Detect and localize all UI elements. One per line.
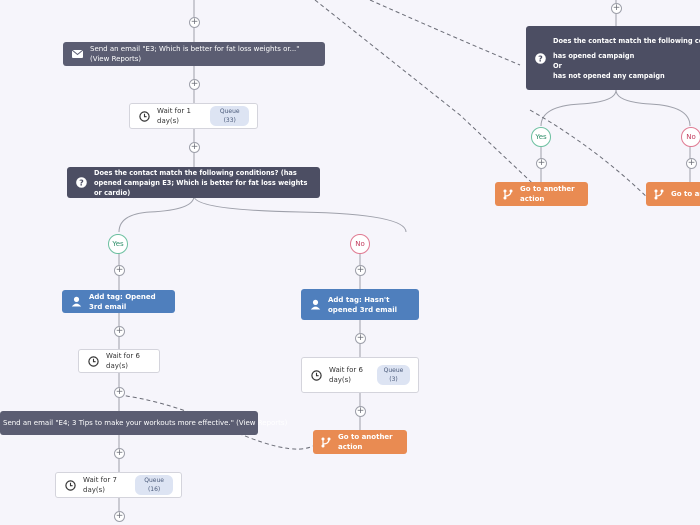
add-step-button[interactable]: + (611, 3, 622, 14)
question-icon: ? (75, 176, 88, 189)
go-to-action-node[interactable]: Go to another action (313, 430, 407, 454)
condition-or: Or (553, 61, 562, 70)
send-email-e4-label: Send an email "E4; 3 Tips to make your w… (3, 419, 288, 427)
svg-text:?: ? (79, 178, 84, 187)
queue-badge[interactable]: Queue (3) (377, 365, 410, 385)
wait-label: Wait for 6 day(s) (329, 366, 363, 384)
add-step-button[interactable]: + (189, 79, 200, 90)
svg-text:?: ? (538, 54, 543, 63)
clock-icon (64, 479, 77, 492)
add-step-button[interactable]: + (114, 448, 125, 459)
question-icon: ? (534, 52, 547, 65)
wait-7-days-node[interactable]: Wait for 7 day(s) Queue (16) (55, 472, 182, 498)
add-tag-not-opened-node[interactable]: Add tag: Hasn't opened 3rd email (301, 289, 419, 320)
condition-line: has not opened any campaign (553, 71, 665, 80)
wait-label: Wait for 7 day(s) (83, 476, 117, 494)
envelope-icon (71, 48, 84, 61)
yes-branch-label: Yes (108, 234, 128, 254)
wait-1-day-node[interactable]: Wait for 1 day(s) Queue (33) (129, 103, 258, 129)
branch-icon (319, 436, 332, 449)
no-branch-label: No (350, 234, 370, 254)
go-to-action-label: Go to another action (520, 185, 575, 203)
add-step-button[interactable]: + (355, 265, 366, 276)
add-step-button[interactable]: + (114, 265, 125, 276)
wait-6-days-node[interactable]: Wait for 6 day(s) (78, 349, 160, 373)
add-step-button[interactable]: + (355, 333, 366, 344)
add-tag-opened-node[interactable]: Add tag: Opened 3rd email (62, 290, 175, 313)
go-to-action-label: Go to another action (671, 190, 700, 198)
wait-6-days-node[interactable]: Wait for 6 day(s) Queue (3) (301, 357, 419, 393)
user-icon (70, 295, 83, 308)
condition-title: Does the contact match the following con… (553, 36, 700, 45)
add-step-button[interactable]: + (114, 511, 125, 522)
add-step-button[interactable]: + (686, 158, 697, 169)
clock-icon (310, 369, 323, 382)
send-email-e4-node[interactable]: Send an email "E4; 3 Tips to make your w… (0, 411, 287, 435)
add-step-button[interactable]: + (189, 17, 200, 28)
add-step-button[interactable]: + (536, 158, 547, 169)
go-to-action-node[interactable]: Go to another action (646, 182, 700, 206)
send-email-e3-label: Send an email "E3; Which is better for f… (90, 45, 300, 63)
add-tag-label: Add tag: Hasn't opened 3rd email (328, 295, 398, 314)
right-condition-node[interactable]: ? Does the contact match the following c… (526, 26, 700, 90)
add-step-button[interactable]: + (189, 142, 200, 153)
yes-branch-label: Yes (531, 127, 551, 147)
branch-icon (501, 188, 514, 201)
wait-label: Wait for 6 day(s) (106, 352, 140, 370)
branch-icon (652, 188, 665, 201)
go-to-action-node[interactable]: Go to another action (495, 182, 588, 206)
add-step-button[interactable]: + (114, 387, 125, 398)
clock-icon (138, 110, 151, 123)
add-step-button[interactable]: + (114, 326, 125, 337)
condition-node[interactable]: ? Does the contact match the following c… (67, 167, 320, 198)
send-email-e3-node[interactable]: Send an email "E3; Which is better for f… (63, 42, 325, 66)
condition-line: has opened campaign (553, 51, 635, 60)
add-step-button[interactable]: + (355, 406, 366, 417)
queue-badge[interactable]: Queue (33) (210, 106, 249, 126)
add-tag-label: Add tag: Opened 3rd email (89, 292, 156, 311)
clock-icon (87, 355, 100, 368)
user-icon (309, 298, 322, 311)
condition-label: Does the contact match the following con… (94, 168, 308, 197)
wait-label: Wait for 1 day(s) (157, 107, 191, 125)
queue-badge[interactable]: Queue (16) (135, 475, 173, 495)
go-to-action-label: Go to another action (338, 433, 393, 451)
no-branch-label: No (681, 127, 700, 147)
